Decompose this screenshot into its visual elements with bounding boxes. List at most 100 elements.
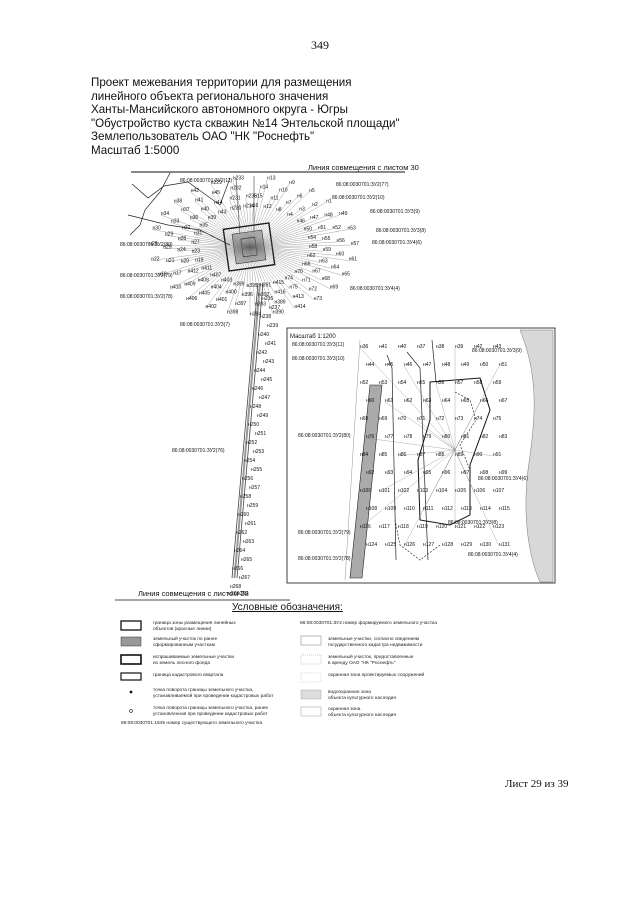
leader-line — [232, 179, 251, 248]
inset-point-label: н116 — [360, 524, 371, 530]
inset-point-label: н97 — [461, 470, 470, 476]
legend-heading: Условные обозначения: — [232, 602, 343, 613]
leader-line — [249, 246, 323, 252]
point-label: н71 — [302, 277, 311, 283]
legend-item-right-1: 86:08:0030701:ЗУ2 номер формируемого зем… — [300, 621, 437, 626]
point-label: н241 — [265, 341, 276, 347]
inset-point-label: н50 — [480, 362, 489, 368]
inset-point-label: н128 — [442, 542, 453, 548]
leader-line — [249, 241, 337, 248]
inset-point-label: н75 — [493, 416, 502, 422]
inset-cadastral-label: 86:08:0030701:ЗУ4(4) — [468, 552, 518, 558]
point-label: н239 — [267, 323, 278, 329]
inset-point-label: н72 — [436, 416, 445, 422]
point-label: н43 — [218, 209, 227, 215]
leader-line — [177, 246, 251, 252]
point-label: н406 — [186, 296, 197, 302]
inset-cadastral-label: 86:08:0030701:ЗУ3(10) — [292, 356, 345, 362]
inset-point-label: н55 — [417, 380, 426, 386]
point-label: н267 — [239, 575, 250, 581]
inset-point-label: н120 — [436, 524, 447, 530]
point-label: н265 — [241, 557, 252, 563]
point-label: н73 — [314, 296, 323, 302]
inset-point-label: н131 — [499, 542, 510, 548]
leader-line — [186, 246, 251, 300]
inset-point-label: н126 — [404, 542, 415, 548]
inset-point-label: н36 — [360, 344, 369, 350]
point-label: н410 — [170, 285, 181, 291]
point-label: н7 — [286, 200, 292, 206]
sheet-number: Лист 29 из 39 — [505, 778, 569, 790]
point-label: н234 — [243, 203, 254, 209]
point-label: н231 — [229, 196, 240, 202]
inset-point-label: н98 — [480, 470, 489, 476]
point-label: н66 — [302, 262, 311, 268]
point-label: н263 — [243, 539, 254, 545]
leader-line — [233, 246, 251, 286]
inset-leader-line — [454, 449, 500, 547]
legend-item-left-1: граница зоны размещения линейных объекто… — [153, 621, 236, 632]
leader-line — [205, 246, 251, 309]
inset-point-label: н64 — [442, 398, 451, 404]
point-label: н412 — [188, 268, 199, 274]
inset-point-label: н44 — [366, 362, 375, 368]
leader-line — [249, 197, 255, 248]
inset-point-label: н65 — [461, 398, 470, 404]
leader-line — [249, 239, 323, 248]
point-label: н24 — [177, 247, 186, 253]
inset-point-label: н68 — [360, 416, 369, 422]
leader-line — [249, 246, 285, 280]
point-label: н60 — [336, 251, 345, 257]
legend-item-right-4: охранная зона проектируемых сооружений — [328, 673, 425, 678]
inset-leader-line — [435, 383, 456, 451]
point-label: н56 — [336, 238, 345, 244]
inset-point-label: н74 — [474, 416, 483, 422]
point-label: н45 — [212, 190, 221, 196]
leader-line — [249, 246, 336, 256]
point-label: н14 — [260, 185, 269, 191]
inset-point-label: н103 — [417, 488, 428, 494]
inset-point-label: н61 — [385, 398, 394, 404]
inset-leader-line — [365, 437, 456, 451]
point-label: н59 — [323, 247, 332, 253]
point-label: н255 — [251, 467, 262, 473]
inset-point-label: н100 — [360, 488, 371, 494]
inset-point-label: н78 — [404, 434, 413, 440]
label-leaders — [149, 179, 351, 316]
point-label: н250 — [248, 422, 259, 428]
leader-line — [210, 246, 251, 289]
point-label: н400 — [226, 289, 237, 295]
point-label: н53 — [347, 226, 356, 232]
leader-line — [249, 197, 298, 248]
point-label: н41 — [195, 197, 204, 203]
cadastral-label: 86:08:0030701:ЗУ2(76) — [172, 448, 225, 454]
leader-line — [201, 246, 251, 270]
leader-line — [249, 205, 313, 248]
inset-leaders — [359, 347, 500, 547]
leader-line — [249, 246, 314, 300]
point-label: н17 — [173, 270, 182, 276]
inset-point-label: н123 — [493, 524, 504, 530]
leader-line — [181, 210, 251, 248]
inset-cadastral-label: 86:08:0030701:ЗУ3(11) — [292, 342, 345, 348]
point-label: н415 — [273, 280, 284, 286]
inset-point-label: н114 — [480, 506, 491, 512]
point-label: н395 — [247, 283, 258, 289]
inset-point-label: н54 — [398, 380, 407, 386]
cadastral-label: 86:08:0030701:ЗУ2(78) — [120, 294, 173, 300]
cadastral-label: 86:08:0030701:ЗУ2(80) — [120, 242, 173, 248]
leader-line — [187, 246, 251, 273]
leader-line — [249, 246, 322, 281]
leader-line — [246, 246, 251, 287]
point-label: н405 — [199, 291, 210, 297]
inset-point-label: н70 — [398, 416, 407, 422]
leader-line — [158, 246, 251, 276]
cadastral-label: 86:08:0030701:ЗУ4(6) — [372, 240, 422, 246]
inset-point-label: н81 — [461, 434, 470, 440]
inset-point-label: н46 — [404, 362, 413, 368]
point-label: н238 — [260, 314, 271, 320]
leader-line — [249, 246, 313, 273]
leader-line — [216, 246, 251, 302]
point-label: н397 — [235, 301, 246, 307]
point-label: н33 — [171, 219, 180, 225]
